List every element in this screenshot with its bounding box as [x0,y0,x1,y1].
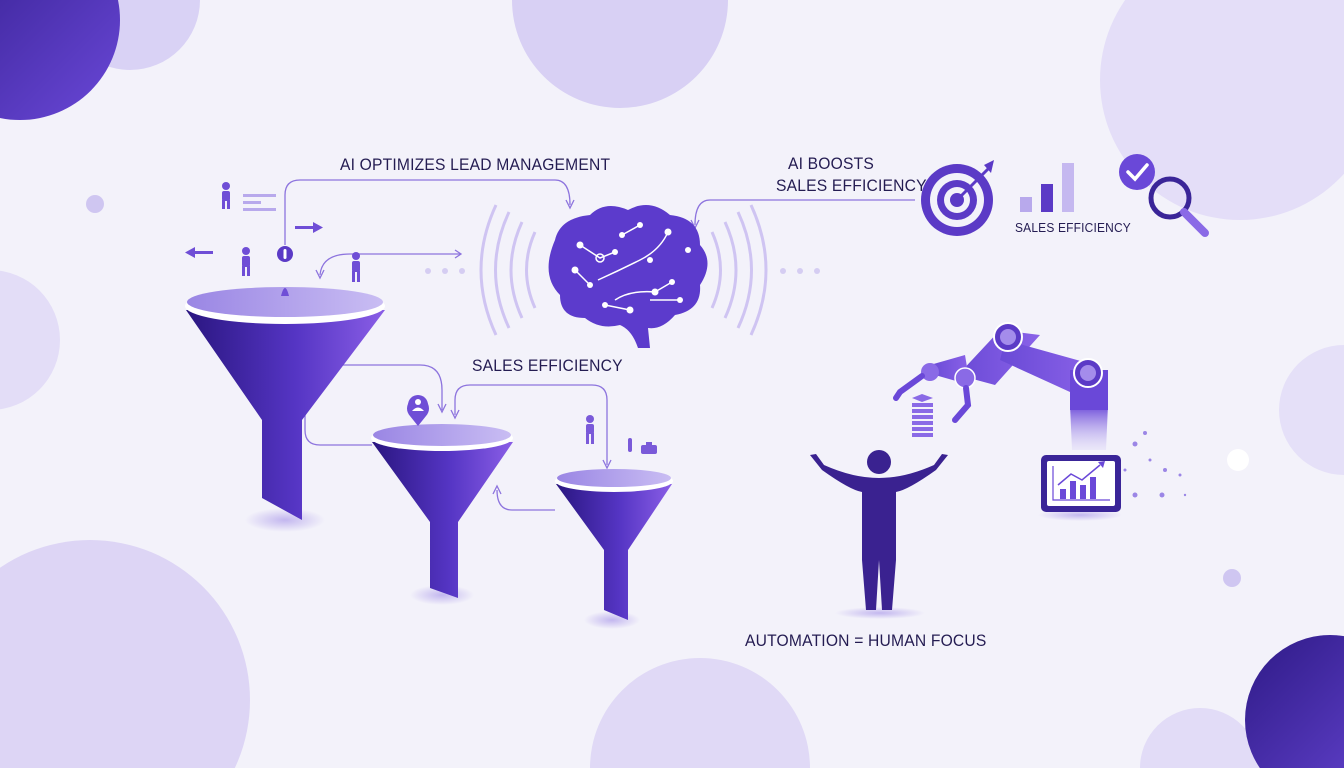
document-stack-icon [912,394,933,437]
person-icon [352,252,360,282]
brain-circuit-icon [548,205,708,348]
funnel-icon [555,469,673,629]
target-arrow-icon [921,160,994,236]
bar-chart-icon [1020,163,1074,212]
particle-dots [1123,431,1187,498]
dotted-connector [425,268,820,274]
check-badge-icon [1119,154,1155,190]
funnel-icon [371,424,513,605]
person-icon [222,182,230,209]
human-arms-raised-icon [810,450,948,619]
list-lines-icon [243,194,276,211]
robot-arm-icon [893,322,1108,450]
lead-management-title: AI OPTIMIZES LEAD MANAGEMENT [340,155,611,174]
automation-caption: AUTOMATION = HUMAN FOCUS [745,631,987,650]
person-icon [242,247,250,276]
briefcase-icon [628,438,657,454]
connector-lines [284,179,915,511]
signal-waves-icon [479,204,768,336]
person-icon [586,415,594,444]
arrow-right-icon [295,222,323,233]
info-pin-icon [277,246,293,262]
funnel-icon [185,287,385,532]
arrow-left-icon [185,247,213,258]
sales-efficiency-icon-caption: SALES EFFICIENCY [1015,220,1131,235]
magnifier-icon [1148,176,1209,237]
ai-boosts-title-line2: SALES EFFICIENCY [776,176,927,195]
sales-efficiency-funnel-caption: SALES EFFICIENCY [472,356,623,375]
location-user-pin-icon [407,395,429,426]
tablet-chart-icon [1038,455,1122,521]
ai-boosts-title-line1: AI BOOSTS [788,154,874,173]
